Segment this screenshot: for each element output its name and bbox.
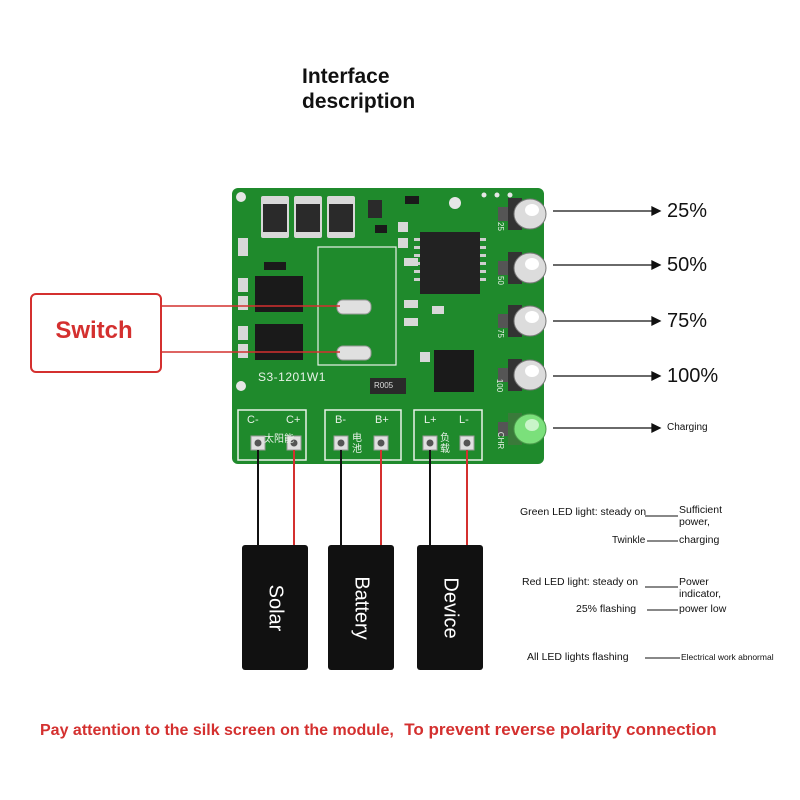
- sot-transistor: [368, 200, 382, 218]
- terminal-solar-neg: C-: [247, 414, 259, 426]
- legend-red-flash-meaning: power low: [679, 603, 727, 615]
- diode-chip: [261, 196, 355, 238]
- terminal-load-pos: L-: [459, 414, 469, 426]
- legend-green-twinkle-meaning: charging: [679, 534, 720, 546]
- legend-lines: [645, 515, 680, 659]
- switch-callout-box: [30, 293, 162, 373]
- mount-hole: [236, 192, 246, 202]
- led-75: [508, 305, 547, 337]
- led-silk-50: 50: [495, 276, 505, 285]
- mount-hole: [236, 381, 246, 391]
- title-line-2: description: [302, 90, 416, 113]
- legend-red-steady: Red LED light: steady on: [522, 576, 639, 588]
- terminal-solar-pos: C+: [286, 414, 301, 426]
- led-silk-75: 75: [495, 329, 505, 338]
- title-line-1: Interface: [302, 65, 390, 88]
- board-model: S3-1201W1: [258, 370, 326, 384]
- device-card: Device: [417, 545, 483, 670]
- polarity-warning: Pay attention to the silk screen on the …: [40, 720, 717, 740]
- terminal-box-load: [413, 409, 483, 461]
- terminal-battery-neg: B-: [335, 414, 346, 426]
- switch-label: Switch: [55, 317, 133, 344]
- device-card-label: Device: [439, 576, 462, 639]
- switch-pad-1: [336, 299, 372, 315]
- switch-pad-2: [336, 345, 372, 361]
- polarity-warning-part2: To prevent reverse polarity connection: [404, 720, 717, 739]
- led-silk-100: 100: [495, 378, 505, 393]
- led-label-50: 50%: [667, 254, 708, 276]
- ic-chip: [414, 232, 486, 294]
- legend-green-twinkle: Twinkle: [612, 535, 646, 546]
- legend-red-flash: 25% flashing: [576, 603, 637, 615]
- legend-green-steady: Green LED light: steady on: [520, 506, 647, 518]
- polarity-warning-part1: Pay attention to the silk screen on the …: [40, 722, 394, 739]
- terminal-battery-pos: B+: [375, 414, 389, 426]
- mosfet-right: [434, 350, 474, 392]
- wires: [257, 450, 468, 548]
- led-50: [508, 252, 547, 284]
- legend-red-steady-meaning: Power indicator,: [679, 576, 721, 600]
- terminal-box-battery: [324, 409, 402, 461]
- solar-card-label: Solar: [264, 584, 287, 631]
- page-title: Interface description: [302, 64, 415, 114]
- led-label-100: 100%: [667, 365, 719, 387]
- terminal-battery-cn: 电池: [352, 433, 362, 455]
- battery-card: Battery: [328, 545, 394, 670]
- resistor: [370, 378, 406, 394]
- led-label-75: 75%: [667, 310, 708, 332]
- led-label-charging: Charging: [667, 422, 708, 433]
- terminal-load-cn: 负载: [440, 433, 450, 455]
- legend-green-steady-meaning-1: Sufficient: [679, 504, 722, 516]
- terminal-load-neg: L+: [424, 414, 437, 426]
- led-label-25: 25%: [667, 200, 708, 222]
- led-25: [508, 198, 547, 230]
- led-arrows: [553, 205, 662, 434]
- mosfet: [238, 276, 303, 360]
- legend-green-steady-meaning-2: power,: [679, 516, 710, 528]
- legend-all-flash-meaning: Electrical work abnormal: [681, 652, 774, 662]
- led-100: [508, 359, 547, 391]
- terminal-solar-cn: 太阳能: [264, 434, 294, 445]
- legend-all-flash: All LED lights flashing: [527, 651, 629, 663]
- mount-hole: [449, 197, 461, 209]
- legend-red-steady-meaning-1: Power: [679, 576, 709, 588]
- led-charging: [508, 413, 547, 445]
- battery-card-label: Battery: [350, 575, 373, 640]
- resistor-label: R005: [374, 381, 394, 390]
- legend-red-steady-meaning-2: indicator,: [679, 588, 722, 600]
- terminal-box-solar: [237, 409, 307, 461]
- solar-card: Solar: [242, 545, 308, 670]
- led-silk-25: 25: [495, 222, 505, 231]
- led-silk-chr: CHR: [496, 431, 506, 450]
- legend-green-steady-meaning: Sufficient power,: [679, 504, 722, 528]
